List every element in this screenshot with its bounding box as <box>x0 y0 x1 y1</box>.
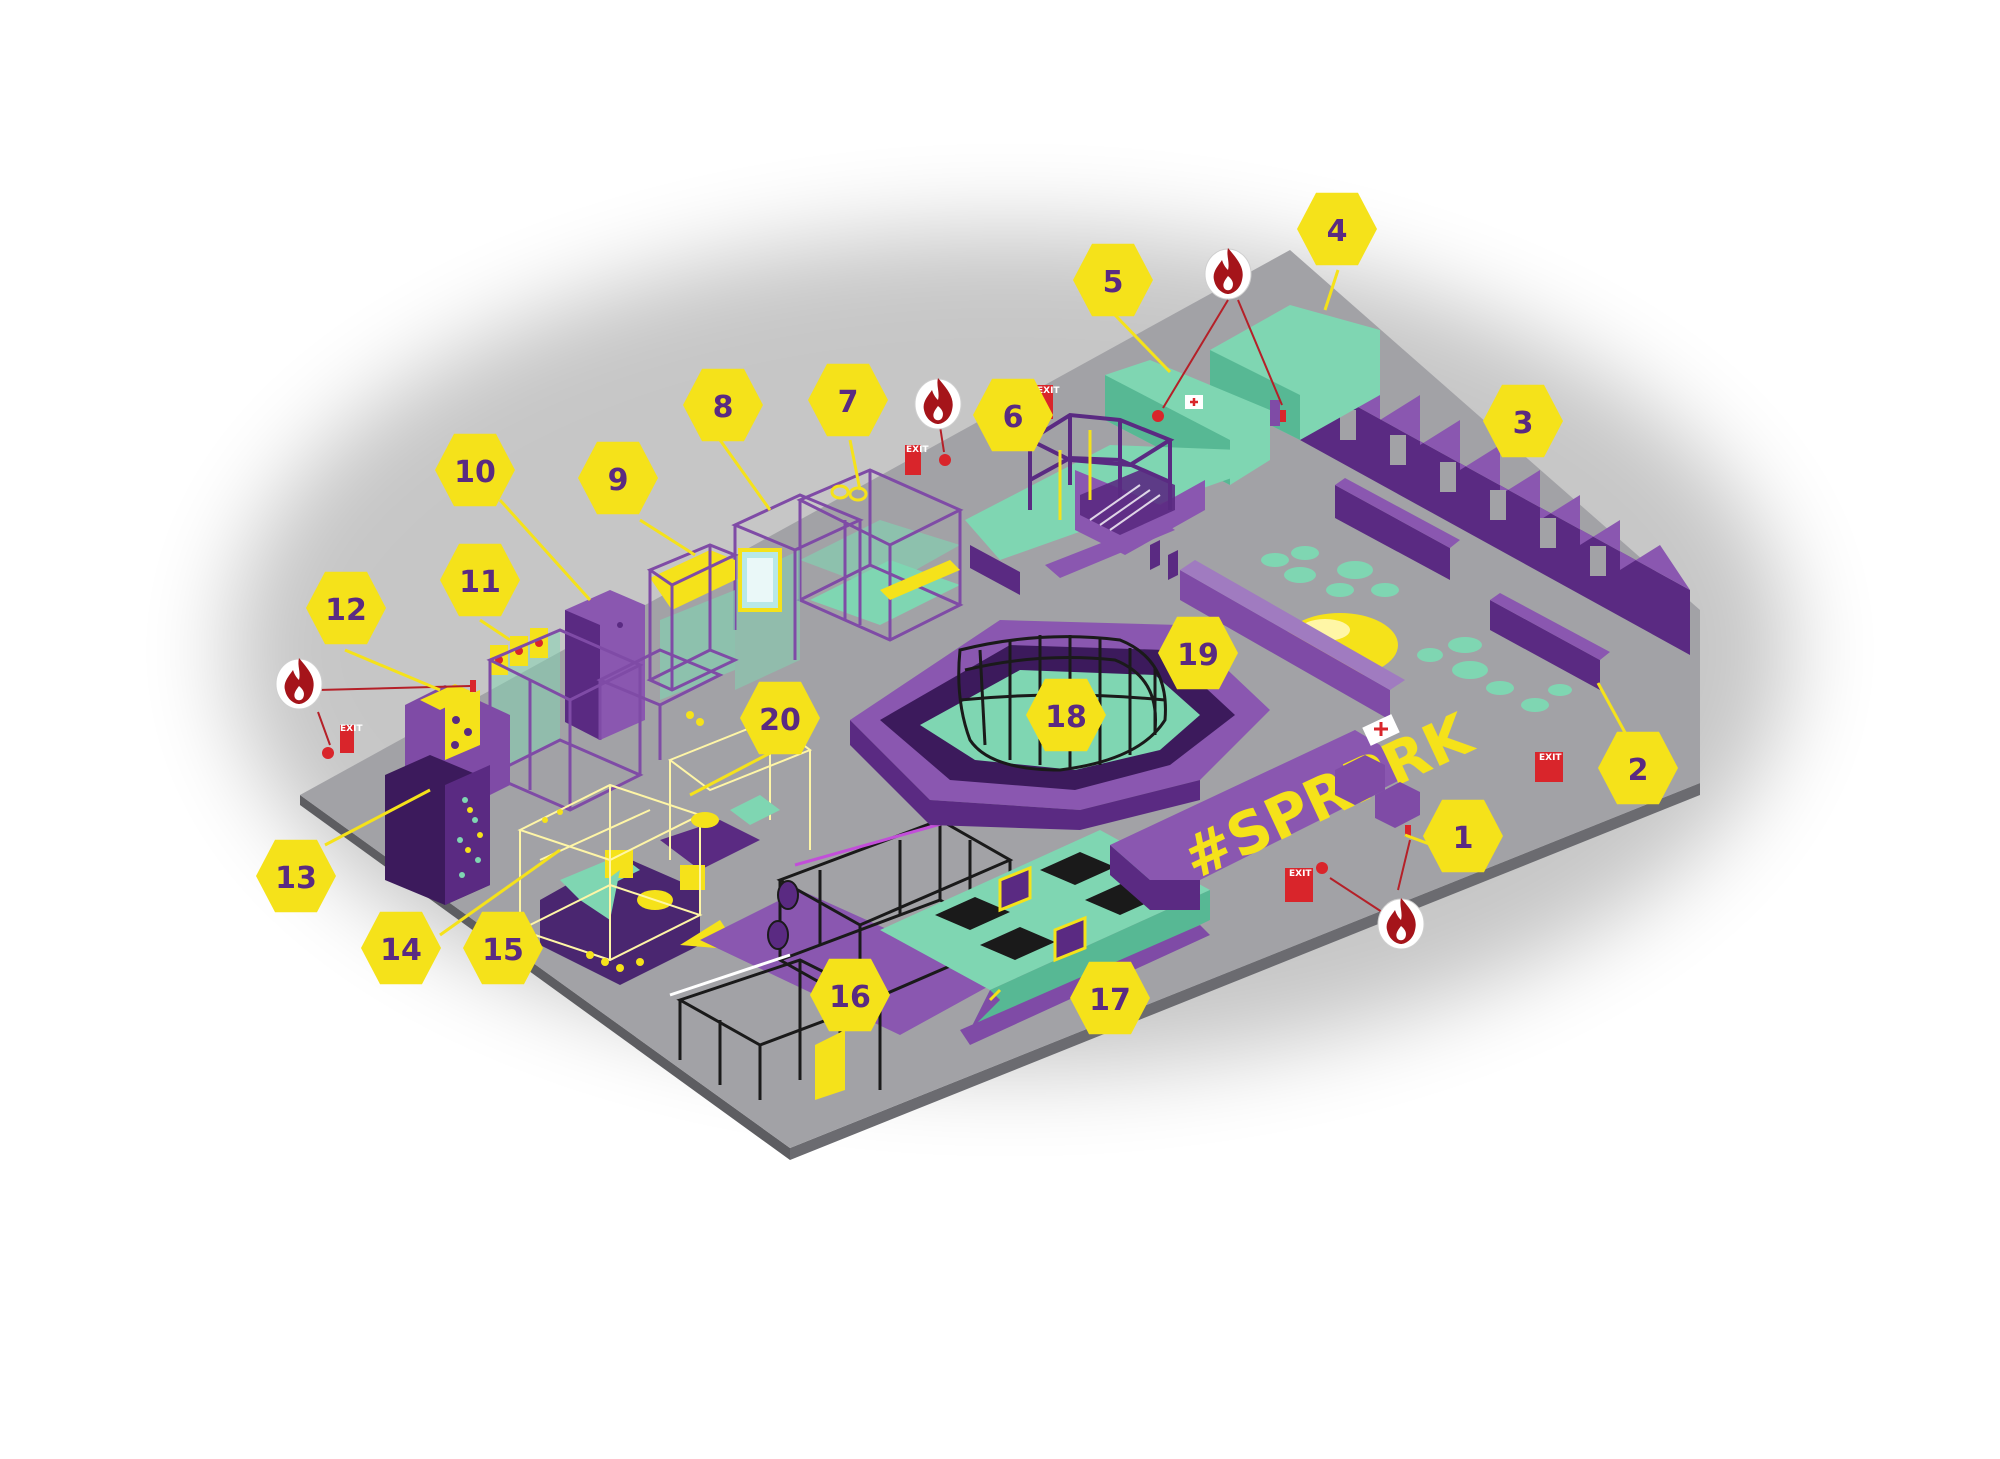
fire-extinguisher-icon <box>1152 410 1164 422</box>
zone-13-wall <box>385 755 490 905</box>
svg-text:1: 1 <box>1453 821 1474 856</box>
fire-extinguishers <box>322 410 1411 874</box>
svg-text:6: 6 <box>1003 400 1024 435</box>
zone-marker-9[interactable]: 9 <box>578 441 658 515</box>
zone-marker-10[interactable]: 10 <box>435 433 515 507</box>
fire-extinguisher-icon <box>470 680 476 692</box>
fire-extinguisher-icon <box>1316 862 1328 874</box>
zone-marker-4[interactable]: 4 <box>1297 192 1377 266</box>
svg-text:16: 16 <box>829 980 871 1015</box>
zone-marker-5[interactable]: 5 <box>1073 243 1153 317</box>
zone-7-cage <box>796 468 964 642</box>
svg-text:17: 17 <box>1089 983 1131 1018</box>
zone-marker-14[interactable]: 14 <box>361 911 441 985</box>
fire-extinguisher-icon <box>1405 825 1411 837</box>
svg-text:15: 15 <box>482 933 524 968</box>
zone-14-15-playground <box>517 718 813 985</box>
exit-sign-icon: EXIT <box>905 445 929 475</box>
svg-text:14: 14 <box>380 933 422 968</box>
fire-safety-marker <box>914 377 962 430</box>
zone-marker-15[interactable]: 15 <box>463 911 543 985</box>
svg-text:3: 3 <box>1513 406 1534 441</box>
fire-extinguisher-icon <box>322 747 334 759</box>
svg-text:9: 9 <box>608 463 629 498</box>
zone-marker-12[interactable]: 12 <box>306 571 386 645</box>
zone-marker-20[interactable]: 20 <box>740 681 820 755</box>
fire-extinguisher-icon <box>1280 410 1286 422</box>
zone-markers: 1 2 3 4 5 6 7 8 <box>256 192 1678 1035</box>
zone-marker-6[interactable]: 6 <box>973 378 1053 452</box>
svg-text:EXIT: EXIT <box>1037 386 1060 396</box>
zone-marker-11[interactable]: 11 <box>440 543 520 617</box>
arena-walls <box>1150 540 1420 828</box>
zone-marker-16[interactable]: 16 <box>810 958 890 1032</box>
zone-marker-2[interactable]: 2 <box>1598 731 1678 805</box>
zone-marker-19[interactable]: 19 <box>1158 616 1238 690</box>
zone-6-structure <box>1028 412 1205 555</box>
fire-safety-marker <box>1204 247 1252 300</box>
svg-text:19: 19 <box>1177 638 1219 673</box>
benches <box>970 478 1610 690</box>
svg-text:4: 4 <box>1327 214 1348 249</box>
fire-safety-marker <box>275 657 323 710</box>
zone-8-cage <box>731 493 864 690</box>
cafe-tables <box>1261 546 1572 712</box>
zone-marker-1[interactable]: 1 <box>1423 799 1503 873</box>
zone-marker-13[interactable]: 13 <box>256 839 336 913</box>
exit-sign-icon: EXIT <box>1285 868 1313 902</box>
svg-text:EXIT: EXIT <box>340 724 363 734</box>
svg-text:12: 12 <box>325 593 367 628</box>
svg-text:18: 18 <box>1045 700 1087 735</box>
zone-marker-7[interactable]: 7 <box>808 363 888 437</box>
zone-marker-3[interactable]: 3 <box>1483 384 1563 458</box>
zone-marker-8[interactable]: 8 <box>683 368 763 442</box>
svg-text:EXIT: EXIT <box>906 445 929 455</box>
exit-sign-icon <box>1270 400 1280 426</box>
svg-text:10: 10 <box>454 455 496 490</box>
svg-text:5: 5 <box>1103 265 1124 300</box>
zone-3-wall <box>1300 350 1690 655</box>
svg-text:2: 2 <box>1628 753 1649 788</box>
zone-marker-17[interactable]: 17 <box>1070 961 1150 1035</box>
marker-pointer-lines <box>324 269 1642 1002</box>
exit-sign-icon: EXIT <box>1535 752 1563 782</box>
fire-extinguisher-icon <box>939 454 951 466</box>
zone-marker-18[interactable]: 18 <box>1026 678 1106 752</box>
fire-safety-marker <box>1377 897 1425 950</box>
exit-sign-icon: EXIT <box>340 724 363 753</box>
svg-text:11: 11 <box>459 565 501 600</box>
svg-text:20: 20 <box>759 703 801 738</box>
svg-text:7: 7 <box>838 385 859 420</box>
svg-text:13: 13 <box>275 861 317 896</box>
svg-text:EXIT: EXIT <box>1539 753 1562 763</box>
svg-text:EXIT: EXIT <box>1289 869 1312 879</box>
svg-text:8: 8 <box>713 390 734 425</box>
fire-pointer-lines <box>317 299 1411 913</box>
